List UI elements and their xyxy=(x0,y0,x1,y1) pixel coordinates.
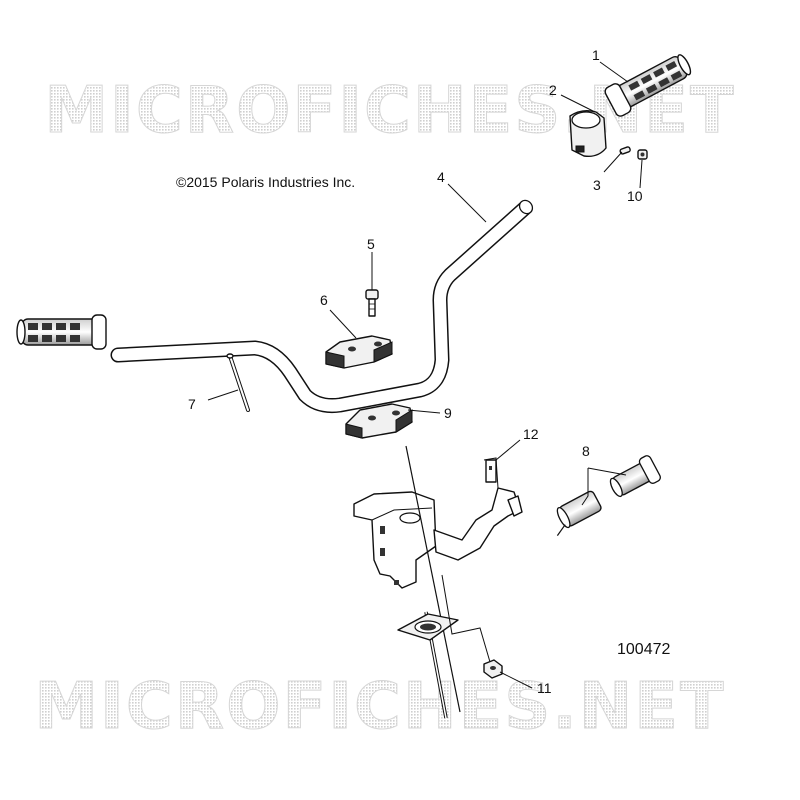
screw-3 xyxy=(619,146,631,155)
throttle-block xyxy=(569,109,607,158)
sleeve-8a xyxy=(556,490,602,536)
nut-10 xyxy=(637,149,648,160)
nut-11 xyxy=(483,659,503,679)
left-grip xyxy=(16,314,107,350)
callout-5: 5 xyxy=(367,236,375,252)
callout-1: 1 xyxy=(592,47,600,63)
rod-7 xyxy=(226,353,250,412)
callout-8: 8 xyxy=(582,443,590,459)
leader-lines xyxy=(207,61,643,689)
right-grip xyxy=(604,54,692,117)
handlebar xyxy=(110,199,534,413)
callout-10: 10 xyxy=(627,188,643,204)
diagram-number: 100472 xyxy=(617,641,670,658)
callout-12: 12 xyxy=(523,426,539,442)
callout-4: 4 xyxy=(437,169,445,185)
watermark-bottom: MICROFICHES.NET xyxy=(34,670,725,744)
lower-clamp-9 xyxy=(345,403,413,439)
callout-2: 2 xyxy=(549,82,557,98)
bracket-12 xyxy=(353,457,523,589)
upper-clamp-6 xyxy=(325,335,393,369)
bolt-5 xyxy=(365,289,379,317)
bearing-plate xyxy=(397,613,459,641)
callout-7: 7 xyxy=(188,396,196,412)
callout-labels: 1 2 3 4 5 6 7 8 9 10 11 12 xyxy=(188,47,643,696)
callout-3: 3 xyxy=(593,177,601,193)
callout-6: 6 xyxy=(320,292,328,308)
sleeve-8b xyxy=(609,455,662,498)
callout-11: 11 xyxy=(537,680,552,696)
callout-9: 9 xyxy=(444,405,452,421)
copyright-text: ©2015 Polaris Industries Inc. xyxy=(176,174,355,190)
